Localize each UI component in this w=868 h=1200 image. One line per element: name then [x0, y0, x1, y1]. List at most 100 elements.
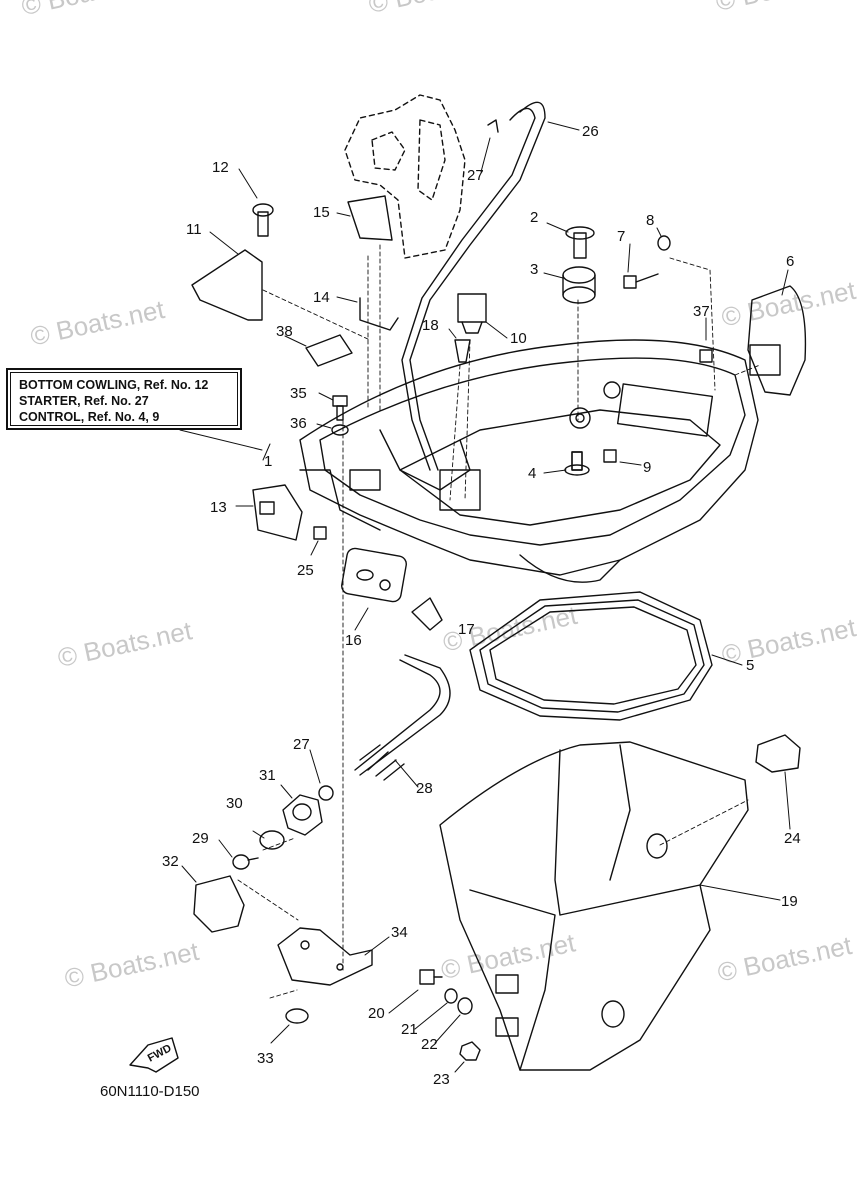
part-2-bolt — [565, 226, 595, 259]
part-35-screw — [332, 395, 348, 421]
callout-7: 7 — [617, 228, 625, 245]
callout-33: 33 — [257, 1050, 274, 1067]
part-27-clip-top — [487, 119, 499, 133]
callout-2: 2 — [530, 209, 538, 226]
part-22-washer — [457, 997, 473, 1015]
callout-16: 16 — [345, 632, 362, 649]
part-16-cover — [341, 547, 407, 603]
watermark: © Boats.net — [62, 936, 202, 994]
part-36-washer — [331, 424, 349, 436]
part-17-clip — [411, 597, 443, 631]
callout-3: 3 — [530, 261, 538, 278]
part-24-grommet — [755, 734, 801, 773]
callout-21: 21 — [401, 1021, 418, 1038]
callout-19: 19 — [781, 893, 798, 910]
watermark: © Boats.net — [28, 294, 168, 352]
callout-11: 11 — [186, 221, 202, 238]
callout-36: 36 — [290, 415, 307, 432]
callout-5: 5 — [746, 657, 754, 674]
callout-4: 4 — [528, 465, 536, 482]
callout-1: 1 — [264, 453, 272, 470]
callout-37: 37 — [693, 303, 710, 320]
part-33-screw — [285, 1008, 309, 1024]
callout-35: 35 — [290, 385, 307, 402]
callout-28: 28 — [416, 780, 433, 797]
reference-legend: BOTTOM COWLING, Ref. No. 12 STARTER, Ref… — [6, 368, 242, 430]
callout-18: 18 — [422, 317, 439, 334]
part-9-screw — [603, 449, 617, 463]
part-27-clip-mid — [318, 785, 334, 801]
fwd-label: FWD — [146, 1042, 174, 1064]
callout-9: 9 — [643, 459, 651, 476]
part-12-bolt — [252, 203, 274, 237]
part-23-nut — [459, 1041, 481, 1061]
callout-17: 17 — [458, 621, 475, 638]
callout-29: 29 — [192, 830, 209, 847]
watermark: © Boats.net — [366, 0, 506, 19]
callout-34: 34 — [391, 924, 408, 941]
callout-38: 38 — [276, 323, 293, 340]
part-6-bracket — [747, 285, 807, 396]
callout-24: 24 — [784, 830, 801, 847]
leader-lines — [179, 121, 791, 1073]
callout-14: 14 — [313, 289, 330, 306]
part-31-nut — [282, 794, 323, 836]
watermark: © Boats.net — [719, 275, 859, 333]
part-30-washer — [259, 830, 285, 850]
watermarks: © Boats.net © Boats.net © Boats.net © Bo… — [19, 0, 859, 994]
part-15-clip — [347, 195, 393, 241]
callout-6: 6 — [786, 253, 794, 270]
part-38-label — [305, 334, 353, 367]
diagram-code: 60N1110-D150 — [100, 1083, 200, 1100]
part-29-screw — [232, 854, 259, 870]
legend-line-control: CONTROL, Ref. No. 4, 9 — [19, 410, 160, 424]
watermark: © Boats.net — [713, 0, 853, 17]
watermark: © Boats.net — [438, 927, 578, 985]
part-4-pin — [571, 451, 583, 471]
part-13-grommet — [252, 484, 303, 541]
watermark: © Boats.net — [719, 612, 859, 670]
legend-line-starter: STARTER, Ref. No. 27 — [19, 394, 149, 408]
callout-32: 32 — [162, 853, 179, 870]
callout-10: 10 — [510, 330, 527, 347]
part-34-bracket — [277, 927, 373, 986]
part-25-label — [313, 526, 327, 540]
cable-part-28 — [354, 654, 451, 781]
callout-26: 26 — [582, 123, 599, 140]
legend-line-bottom-cowling: BOTTOM COWLING, Ref. No. 12 — [19, 378, 209, 392]
callout-15: 15 — [313, 204, 330, 221]
callout-27-top: 27 — [467, 167, 484, 184]
part-11-bracket — [191, 249, 263, 321]
callout-31: 31 — [259, 767, 276, 784]
callout-25: 25 — [297, 562, 314, 579]
part-14-clip — [359, 297, 399, 331]
part-8-washer — [657, 235, 671, 251]
callout-27-mid: 27 — [293, 736, 310, 753]
lower-cover-part-19 — [439, 741, 749, 1071]
part-21-washer — [444, 988, 458, 1004]
callout-13: 13 — [210, 499, 227, 516]
watermark: © Boats.net — [19, 0, 159, 21]
alignment-lines — [237, 244, 761, 999]
callout-20: 20 — [368, 1005, 385, 1022]
watermark: © Boats.net — [715, 930, 855, 988]
fwd-arrow — [129, 1037, 179, 1073]
part-20-bolt — [419, 969, 443, 985]
hose-part-26 — [401, 101, 546, 471]
watermark: © Boats.net — [55, 615, 195, 673]
part-32-grommet — [193, 875, 245, 933]
callout-8: 8 — [646, 212, 654, 229]
gasket-part-5 — [469, 591, 713, 721]
part-18-connector — [454, 339, 471, 363]
part-3-grommet — [562, 266, 596, 304]
callout-23: 23 — [433, 1071, 450, 1088]
part-37-label — [699, 349, 713, 363]
callout-12: 12 — [212, 159, 229, 176]
part-7-screw — [623, 273, 659, 289]
callout-labels: 1 2 3 4 5 6 7 8 9 10 11 12 13 14 15 16 1… — [162, 123, 801, 1088]
callout-30: 30 — [226, 795, 243, 812]
engine-block-outline — [344, 94, 466, 259]
callout-22: 22 — [421, 1036, 438, 1053]
bottom-cowling — [299, 339, 759, 583]
